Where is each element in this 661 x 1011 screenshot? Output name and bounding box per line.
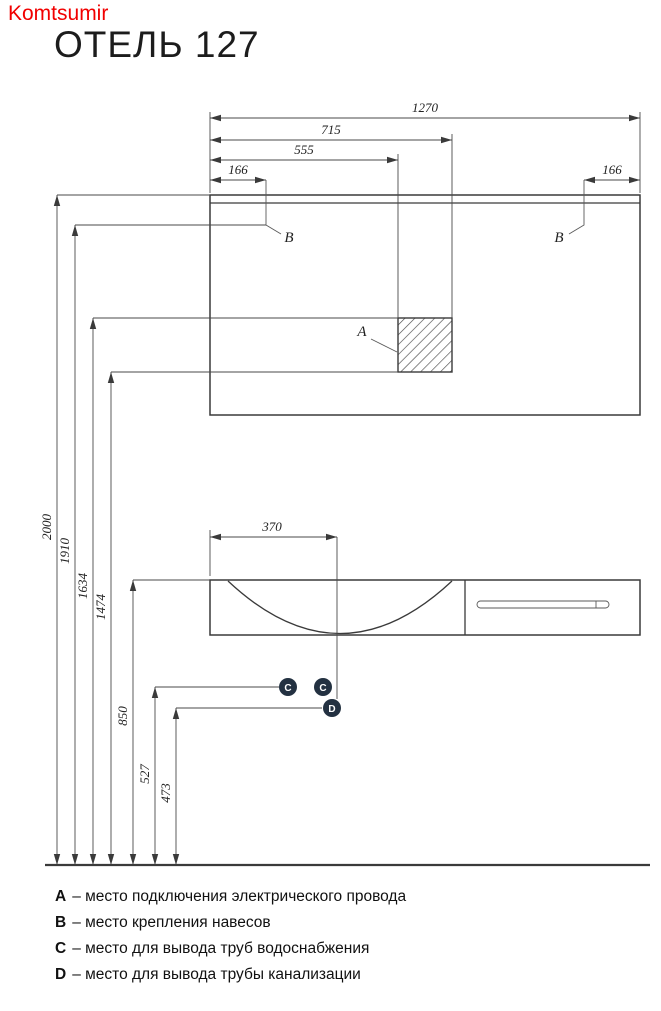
dimension-1474: 1474 [93, 371, 398, 865]
dimension-166-left: 166 [210, 162, 266, 184]
dimension-1634: 1634 [75, 317, 398, 865]
electrical-outlet-area [397, 317, 453, 373]
marker-c-right: C [314, 678, 332, 696]
legend: A – место подключения электрического пров… [55, 884, 406, 988]
dimension-370: 370 [209, 519, 337, 576]
marker-d: D [323, 699, 341, 717]
dimension-715: 715 [210, 122, 452, 144]
dimension-527-value: 527 [137, 764, 152, 784]
dimension-1634-value: 1634 [75, 573, 90, 600]
dimension-850-value: 850 [115, 706, 130, 726]
brand-watermark: Komtsumir [8, 2, 109, 25]
legend-item-d: D – место для вывода трубы канализации [55, 962, 406, 988]
extension-lines-top [209, 112, 641, 318]
marker-c-left: C [279, 678, 297, 696]
cabinet-panel [209, 194, 641, 416]
dimension-370-value: 370 [261, 519, 282, 534]
dimension-1910: 1910 [57, 224, 266, 865]
dimension-850: 850 [115, 579, 210, 865]
marker-a: A [356, 324, 398, 353]
sink-cabinet [209, 579, 641, 636]
dimension-1270: 1270 [210, 100, 640, 122]
marker-b-right-label: B [554, 230, 563, 246]
legend-key-d: D [55, 966, 67, 983]
dimension-473: 473 [158, 707, 322, 865]
marker-c-left-label: C [284, 683, 291, 694]
dimension-2000: 2000 [39, 194, 210, 865]
dimension-555-value: 555 [294, 142, 314, 157]
dimension-555: 555 [210, 142, 398, 164]
legend-text-c: – место для вывода труб водоснабжения [72, 940, 370, 957]
legend-item-b: B – место крепления навесов [55, 910, 406, 936]
marker-c-right-label: C [319, 683, 326, 694]
legend-key-a: A [55, 888, 67, 905]
marker-d-label: D [328, 704, 335, 715]
legend-key-c: C [55, 940, 67, 957]
dimension-1474-value: 1474 [93, 594, 108, 621]
legend-text-d: – место для вывода трубы канализации [72, 966, 361, 983]
dimension-715-value: 715 [321, 122, 341, 137]
legend-key-b: B [55, 914, 67, 931]
dimension-1910-value: 1910 [57, 538, 72, 565]
marker-a-label: A [356, 324, 367, 340]
dimension-166-right: 166 [584, 162, 640, 184]
dimension-166-right-value: 166 [602, 162, 622, 177]
legend-text-a: – место подключения электрического прово… [72, 888, 407, 905]
dimension-2000-value: 2000 [39, 514, 54, 541]
dimension-473-value: 473 [158, 783, 173, 803]
dimension-166-left-value: 166 [228, 162, 248, 177]
dimension-1270-value: 1270 [412, 100, 439, 115]
marker-b-right: B [554, 180, 585, 246]
marker-b-left-label: B [284, 230, 293, 246]
legend-text-b: – место крепления навесов [72, 914, 271, 931]
page-title: ОТЕЛЬ 127 [54, 24, 260, 65]
legend-item-c: C – место для вывода труб водоснабжения [55, 936, 406, 962]
dimension-527: 527 [137, 686, 279, 865]
legend-item-a: A – место подключения электрического пров… [55, 884, 406, 910]
